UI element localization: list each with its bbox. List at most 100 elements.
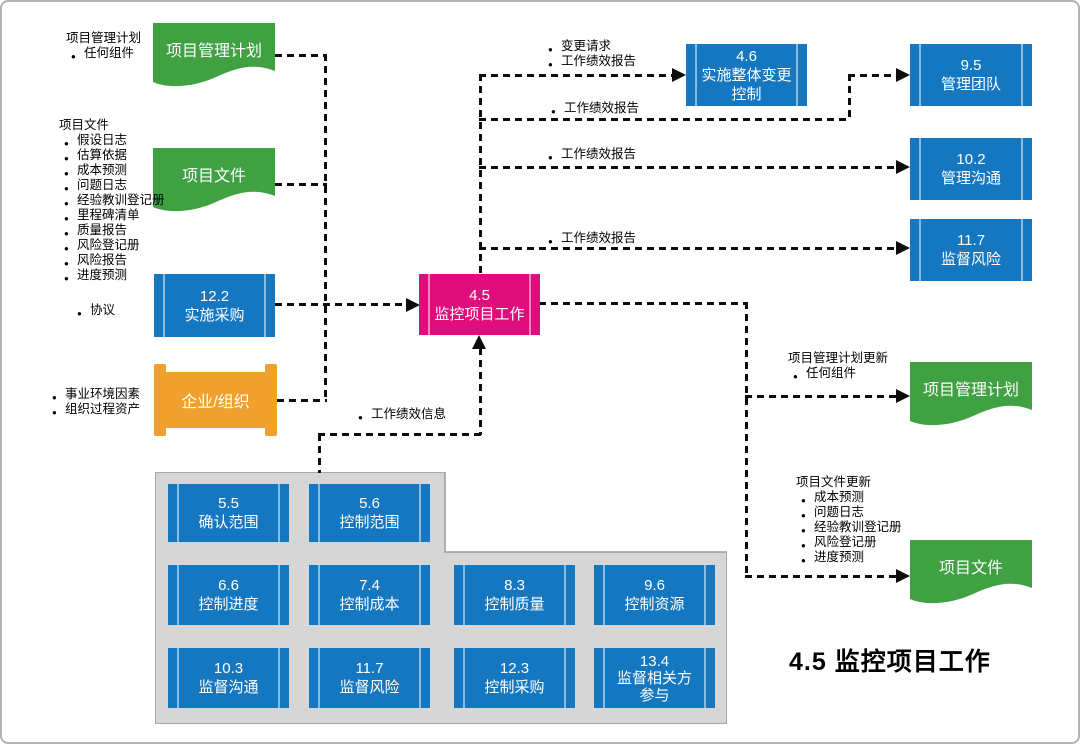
bullet-item: 问题日志 bbox=[801, 505, 902, 523]
flow-label-wpr-9-5: 工作绩效报告 bbox=[551, 101, 639, 119]
flow-label-change-requests: 变更请求 bbox=[548, 39, 611, 57]
connector-right-down-trunk bbox=[745, 302, 748, 578]
scroll-body: 企业/组织 bbox=[165, 372, 266, 428]
process-number: 13.4 bbox=[639, 652, 670, 670]
connector-to-docs-out bbox=[745, 575, 896, 578]
process-name: 监督风险 bbox=[339, 679, 400, 696]
process-number: 11.7 bbox=[355, 660, 384, 677]
node-process-9-5: 9.5 管理团队 bbox=[910, 44, 1032, 106]
bullet-item: 问题日志 bbox=[64, 178, 165, 196]
connector-panel-up-2 bbox=[318, 433, 481, 436]
process-name: 控制成本 bbox=[339, 596, 400, 613]
arrowhead-into-4-6 bbox=[672, 68, 686, 82]
bullet-item: 风险登记册 bbox=[801, 535, 902, 553]
annotation-project-docs-inputs: 项目文件 假设日志 估算依据 成本预测 问题日志 经验教训登记册 里程碑清单 质… bbox=[59, 118, 165, 286]
process-number: 10.3 bbox=[213, 660, 244, 677]
store-label: 项目文件 bbox=[181, 168, 246, 185]
panel-process-9-6: 9.6 控制资源 bbox=[594, 565, 715, 625]
store-label: 项目管理计划 bbox=[165, 43, 262, 60]
flow-label-wpr-top: 工作绩效报告 bbox=[548, 54, 636, 72]
node-store-pm-plan-in: 项目管理计划 bbox=[153, 23, 275, 91]
panel-process-10-3: 10.3 监督沟通 bbox=[168, 648, 289, 708]
node-store-project-docs-in: 项目文件 bbox=[153, 148, 275, 216]
panel-process-5-6: 5.6 控制范围 bbox=[309, 484, 430, 542]
arrowhead-into-pmplan-out bbox=[896, 389, 910, 403]
process-name: 管理沟通 bbox=[940, 170, 1001, 187]
bullet-item: 任何组件 bbox=[71, 46, 141, 64]
process-number: 6.6 bbox=[218, 577, 239, 594]
connector-to-pmplan-out bbox=[745, 395, 896, 398]
bullet-item: 假设日志 bbox=[64, 133, 165, 151]
annotation-pm-plan-updates: 项目管理计划更新 任何组件 bbox=[788, 351, 889, 384]
panel-process-13-4: 13.4 监督相关方 参与 bbox=[594, 648, 715, 708]
connector-to-10-2 bbox=[479, 166, 896, 169]
arrowhead-into-docs-out bbox=[896, 569, 910, 583]
process-name: 实施采购 bbox=[184, 306, 245, 324]
process-number: 5.5 bbox=[218, 495, 239, 512]
node-enterprise-org: 企业/组织 bbox=[154, 364, 277, 436]
process-name: 监督相关方 参与 bbox=[616, 669, 692, 704]
diagram-caption: 4.5 监控项目工作 bbox=[789, 648, 991, 676]
connector-bend-up-9-5 bbox=[848, 74, 851, 121]
node-process-10-2: 10.2 管理沟通 bbox=[910, 138, 1032, 200]
node-process-12-2: 12.2 实施采购 bbox=[154, 274, 275, 337]
process-name: 监督沟通 bbox=[198, 679, 259, 696]
bullet-item: 成本预测 bbox=[801, 490, 902, 508]
annotation-pm-plan-inputs: 项目管理计划 任何组件 bbox=[66, 31, 142, 64]
connector-panel-up-1 bbox=[318, 434, 321, 473]
bullet-item: 经验教训登记册 bbox=[801, 520, 902, 538]
process-number: 5.6 bbox=[359, 495, 380, 512]
process-number: 7.4 bbox=[359, 577, 380, 594]
wavy-document-shape bbox=[153, 148, 275, 212]
flow-label-wpr-10-2: 工作绩效报告 bbox=[548, 147, 636, 165]
annotation-header: 项目文件更新 bbox=[796, 475, 872, 489]
wavy-document-shape bbox=[910, 362, 1032, 426]
bullet-item: 里程碑清单 bbox=[64, 208, 165, 226]
process-name: 确认范围 bbox=[198, 514, 259, 531]
wavy-document-shape bbox=[153, 23, 275, 87]
panel-process-6-6: 6.6 控制进度 bbox=[168, 565, 289, 625]
annotation-agreements: 协议 bbox=[77, 303, 115, 321]
scroll-end-left bbox=[154, 364, 166, 436]
panel-process-8-3: 8.3 控制质量 bbox=[454, 565, 575, 625]
bullet-item: 风险登记册 bbox=[64, 238, 165, 256]
panel-process-12-3: 12.3 控制采购 bbox=[454, 648, 575, 708]
bullet-item: 进度预测 bbox=[64, 268, 165, 286]
bullet-item: 进度预测 bbox=[801, 550, 902, 568]
process-name: 控制范围 bbox=[339, 514, 400, 531]
bullet-item: 质量报告 bbox=[64, 223, 165, 241]
process-number: 12.2 bbox=[199, 287, 230, 305]
node-store-pm-plan-out: 项目管理计划 bbox=[910, 362, 1032, 430]
connector-4-5-right-out bbox=[539, 302, 748, 305]
arrowhead-into-11-7 bbox=[896, 241, 910, 255]
process-number: 9.5 bbox=[960, 57, 982, 74]
bullet-item: 成本预测 bbox=[64, 163, 165, 181]
connector-to-4-6 bbox=[479, 74, 672, 77]
annotation-header: 项目管理计划更新 bbox=[788, 351, 889, 365]
process-name: 控制资源 bbox=[624, 596, 685, 613]
arrowhead-into-4-5 bbox=[406, 298, 420, 312]
annotation-header: 项目管理计划 bbox=[66, 31, 142, 45]
connector-org-to-trunk bbox=[277, 399, 327, 402]
bullet-item: 事业环境因素 bbox=[52, 387, 140, 405]
node-process-11-7: 11.7 监督风险 bbox=[910, 219, 1032, 281]
panel-process-5-5: 5.5 确认范围 bbox=[168, 484, 289, 542]
bullet-item: 组织过程资产 bbox=[52, 402, 140, 420]
connector-to-11-7 bbox=[479, 247, 896, 250]
process-number: 12.3 bbox=[499, 660, 530, 677]
process-number: 11.7 bbox=[956, 232, 986, 249]
process-name: 监督风险 bbox=[940, 251, 1001, 268]
process-name: 监控项目工作 bbox=[434, 305, 525, 323]
connector-panel-up-3 bbox=[479, 348, 482, 435]
store-label: 项目文件 bbox=[938, 560, 1003, 577]
process-number: 4.6 bbox=[736, 47, 757, 65]
arrowhead-into-9-5 bbox=[896, 68, 910, 82]
process-name: 控制质量 bbox=[484, 596, 545, 613]
arrowhead-into-10-2 bbox=[896, 160, 910, 174]
connector-left-trunk bbox=[324, 54, 327, 402]
panel-process-7-4: 7.4 控制成本 bbox=[309, 565, 430, 625]
bullet-item: 任何组件 bbox=[793, 366, 888, 384]
arrowhead-into-4-5-bottom bbox=[472, 335, 486, 349]
connector-12-2-to-4-5 bbox=[275, 303, 406, 306]
